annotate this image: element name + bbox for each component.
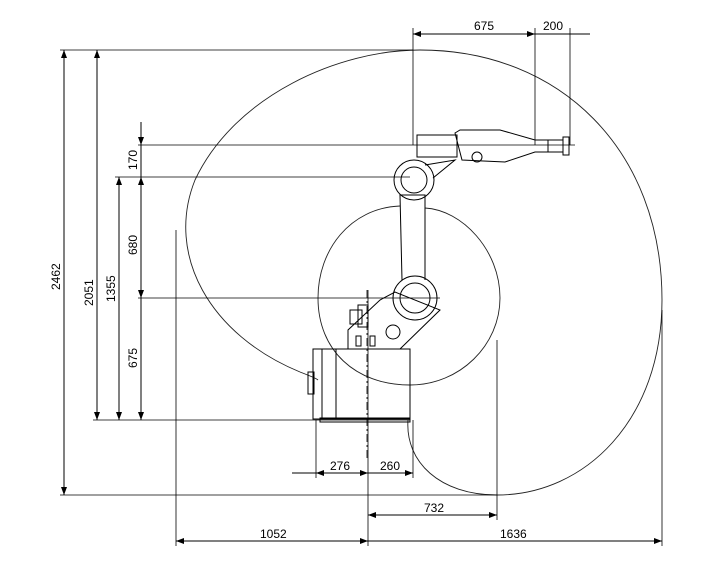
- robot-drawing: [307, 129, 570, 460]
- dim-front-reach: 1636: [500, 527, 527, 541]
- dim-tool-flange: 200: [543, 19, 563, 33]
- dim-upper-height: 1355: [104, 275, 118, 302]
- shoulder-joint: [392, 275, 438, 321]
- elbow-joint: [393, 159, 435, 201]
- robot-base: [312, 348, 411, 420]
- dim-base-left: 276: [330, 459, 350, 473]
- dim-wrist-offset: 170: [126, 150, 140, 170]
- forearm: [454, 129, 549, 163]
- dim-arm-length: 680: [126, 235, 140, 255]
- extension-lines: [60, 28, 663, 546]
- dim-base-right: 260: [380, 459, 400, 473]
- dim-top-reach: 675: [474, 19, 494, 33]
- dim-total-height: 2462: [49, 263, 63, 290]
- dim-rear-reach: 1052: [260, 527, 287, 541]
- dim-max-height: 2051: [82, 279, 96, 306]
- work-envelope: [185, 49, 663, 496]
- dim-shoulder-height: 675: [126, 348, 140, 368]
- dim-inner-reach: 732: [424, 501, 444, 515]
- dimension-lines: [61, 31, 662, 544]
- tool-flange: [562, 136, 570, 156]
- dimension-labels: 675 200 2462 2051 1355 170 680 675 276 2…: [49, 19, 563, 541]
